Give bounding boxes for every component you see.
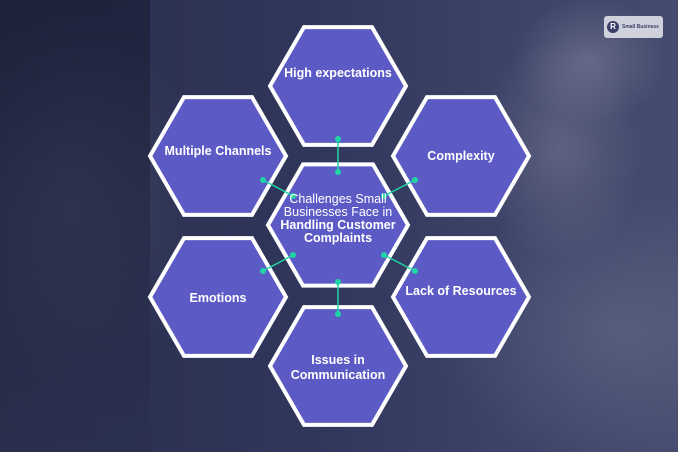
connector-multiple-channels-dot-2 [260, 177, 266, 183]
challenge-high-expectations: High expectations [284, 66, 392, 80]
connector-issues-in-communication-dot-2 [335, 311, 341, 317]
challenge-emotions: Emotions [189, 291, 247, 305]
connector-multiple-channels [262, 179, 294, 197]
connector-high-expectations-dot-2 [335, 169, 341, 175]
connector-issues-in-communication-dot-1 [335, 279, 341, 285]
connector-emotions-dot-2 [260, 268, 266, 274]
brand-logo: R Small Business [604, 16, 663, 38]
connector-complexity-dot-2 [412, 177, 418, 183]
center-title-bold: Handling Customer Complaints [280, 218, 396, 245]
connector-high-expectations-dot-1 [335, 136, 341, 142]
challenge-lack-of-resources: Lack of Resources [405, 284, 517, 298]
logo-text: Small Business [622, 24, 659, 30]
connector-lack-of-resources [383, 254, 416, 272]
hexagon-center [265, 162, 411, 288]
connector-complexity [383, 179, 416, 197]
hexagon-complexity [390, 95, 532, 217]
background-monitor [0, 0, 150, 452]
hexagon-emotions [147, 236, 289, 358]
hexagon-group [147, 25, 532, 427]
center-title-plain: Challenges Small Businesses Face in [283, 192, 393, 219]
connector-complexity-dot-1 [381, 193, 387, 199]
connector-multiple-channels-dot-1 [290, 193, 296, 199]
hexagon-high-expectations [267, 25, 409, 147]
challenge-complexity: Complexity [427, 149, 495, 163]
connector-emotions-dot-1 [290, 252, 296, 258]
connector-emotions [262, 254, 294, 272]
hexagon-multiple-channels [147, 95, 289, 217]
connector-lack-of-resources-dot-2 [412, 268, 418, 274]
challenge-multiple-channels: Multiple Channels [164, 144, 272, 158]
logo-mark-icon: R [607, 21, 619, 33]
hexagon-issues-in-communication [267, 305, 409, 427]
challenge-issues-in-communication: Issues in Communication [290, 353, 386, 382]
hexagon-lack-of-resources [390, 236, 532, 358]
center-title: Challenges Small Businesses Face in Hand… [278, 193, 398, 245]
connector-dots [260, 136, 418, 317]
connector-lack-of-resources-dot-1 [381, 252, 387, 258]
